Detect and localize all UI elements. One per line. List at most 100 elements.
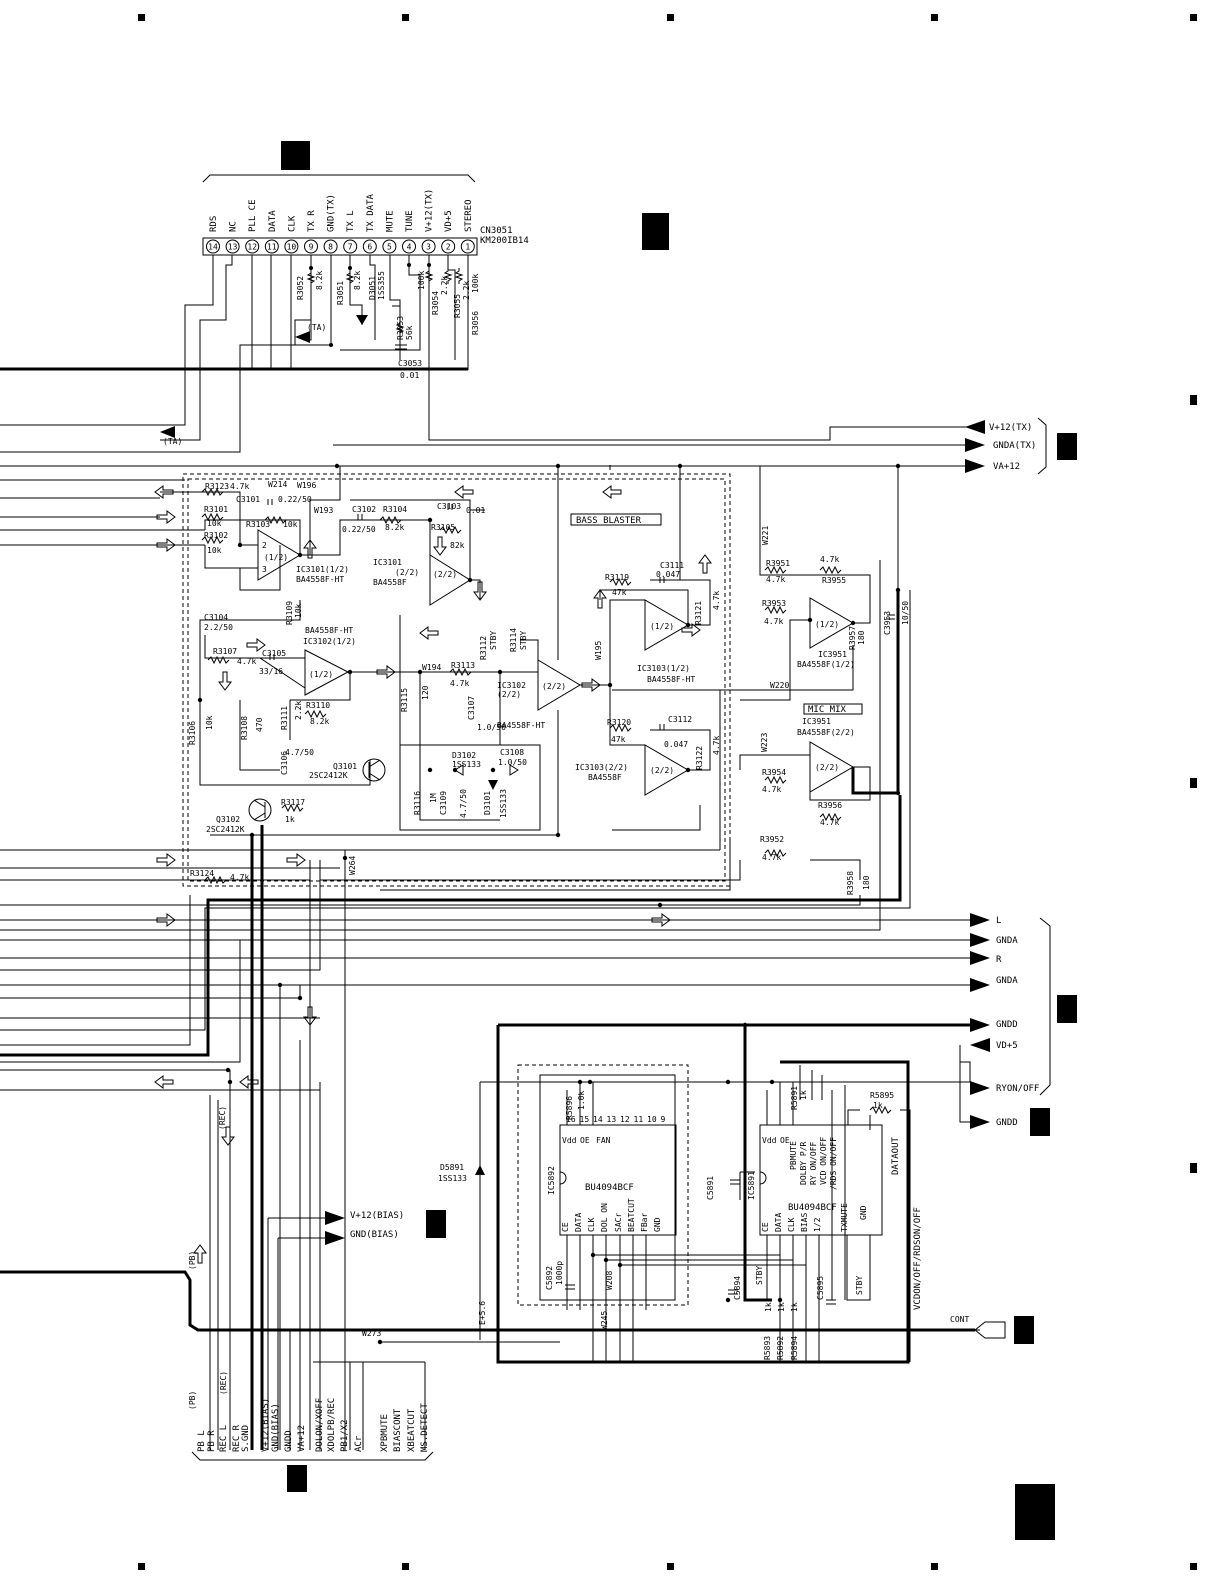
- ic5892-pin-number: 16: [566, 1115, 576, 1124]
- svg-text:C5891: C5891: [706, 1176, 715, 1200]
- svg-text:C3103: C3103: [437, 502, 461, 511]
- ic3102a-unit: (1/2): [309, 670, 333, 679]
- svg-text:R3121: R3121: [694, 601, 703, 625]
- ic5892-pin-number: 10: [647, 1115, 657, 1124]
- svg-text:R3119: R3119: [605, 573, 629, 582]
- cn3051-pin-circle: [362, 239, 377, 254]
- ic3951b-unit: (2/2): [815, 763, 839, 772]
- svg-text:BIAS: BIAS: [800, 1213, 809, 1232]
- vcd-line-label: VCDON/OFF/RDSON/OFF: [913, 1207, 923, 1310]
- ic3102b-part: BA4558F-HT: [497, 721, 545, 730]
- svg-text:W245: W245: [600, 1311, 609, 1330]
- bottom-pin-label: ACr: [354, 1435, 364, 1452]
- signal-vd5: VD+5: [996, 1041, 1018, 1051]
- cn3051-pin-number: 5: [387, 243, 392, 252]
- svg-text:R5896: R5896: [565, 1096, 574, 1120]
- signal-va12: VA+12: [993, 462, 1020, 472]
- svg-text:R3101: R3101: [204, 505, 228, 514]
- svg-text:/RDS ON/OFF: /RDS ON/OFF: [829, 1137, 838, 1190]
- ic5891-label: IC5891: [747, 1171, 756, 1200]
- cn3051-pin-label: PLL CE: [248, 199, 258, 232]
- svg-text:8.2k: 8.2k: [385, 523, 404, 532]
- cn3051-pin-number: 8: [328, 243, 333, 252]
- svg-text:R3958: R3958: [846, 871, 855, 895]
- svg-text:GND: GND: [653, 1217, 662, 1232]
- ic3102a-label: IC3102(1/2): [303, 637, 356, 646]
- r3053-value: 56k: [405, 325, 414, 340]
- svg-text:1k: 1k: [873, 1101, 883, 1110]
- svg-text:DATA: DATA: [574, 1213, 583, 1232]
- ic3101a-part: BA4558F-HT: [296, 575, 344, 584]
- svg-text:10k: 10k: [205, 715, 214, 730]
- svg-text:(2/2): (2/2): [497, 690, 521, 699]
- signal-l: L: [996, 916, 1001, 926]
- ic3103b-part: BA4558F: [588, 773, 622, 782]
- cn3051-pin-circle: [441, 239, 456, 254]
- svg-text:1M: 1M: [429, 793, 438, 803]
- signal-v12tx: V+12(TX): [989, 423, 1032, 433]
- signal-gndd-1: GNDD: [996, 1020, 1018, 1030]
- bottom-pin-label: MS.DETECT: [420, 1403, 430, 1452]
- cn3051-pin-label: DATA: [268, 210, 278, 232]
- svg-text:1SS133: 1SS133: [452, 760, 481, 769]
- bass-blaster-block: BASS BLASTER: [182, 473, 731, 887]
- cn3051-pin-circle: [284, 239, 299, 254]
- svg-text:1.0/50: 1.0/50: [498, 758, 527, 767]
- cn3051-pin-number: 2: [446, 243, 451, 252]
- svg-text:R3951: R3951: [766, 559, 790, 568]
- svg-text:0.22/50: 0.22/50: [278, 495, 312, 504]
- ic5892-label: IC5892: [547, 1166, 556, 1195]
- svg-text:CE: CE: [761, 1222, 770, 1232]
- svg-text:33/16: 33/16: [259, 667, 283, 676]
- svg-text:10k: 10k: [207, 519, 222, 528]
- svg-text:10k: 10k: [283, 520, 298, 529]
- svg-text:W214: W214: [268, 480, 287, 489]
- mic-mix-label: MIC MIX: [808, 705, 847, 715]
- svg-text:W273: W273: [362, 1329, 381, 1338]
- svg-text:4.7k: 4.7k: [230, 873, 249, 882]
- cn3051-pin-circle: [304, 239, 318, 254]
- cn3051-pin-label: CLK: [287, 215, 297, 232]
- svg-text:4.7k: 4.7k: [230, 482, 249, 491]
- svg-text:R5894: R5894: [790, 1336, 799, 1360]
- svg-text:C3105: C3105: [262, 649, 286, 658]
- svg-text:STBY: STBY: [755, 1266, 764, 1285]
- svg-text:C3112: C3112: [668, 715, 692, 724]
- bottom-pin-label: XDOLPB/REC: [327, 1398, 337, 1452]
- tag-ta-1: (TA): [307, 323, 326, 332]
- svg-text:D5891: D5891: [440, 1163, 464, 1172]
- svg-text:W208: W208: [605, 1271, 614, 1290]
- tag-pb-2: (PB): [188, 1391, 197, 1410]
- bass-blaster-label: BASS BLASTER: [576, 516, 642, 526]
- opamps: 23 (1/2) IC3101(1/2) BA4558F-HT (2/2) IC…: [257, 529, 863, 796]
- svg-text:R3117: R3117: [281, 798, 305, 807]
- svg-text:C3109: C3109: [439, 791, 448, 815]
- svg-text:0.047: 0.047: [656, 570, 680, 579]
- svg-text:W223: W223: [760, 733, 769, 752]
- svg-text:R3116: R3116: [413, 791, 422, 815]
- r3056-value: 100k: [471, 274, 480, 293]
- svg-text:R3952: R3952: [760, 835, 784, 844]
- svg-text:4.7/50: 4.7/50: [285, 748, 314, 757]
- svg-text:4.7k: 4.7k: [820, 555, 839, 564]
- svg-text:R3111: R3111: [280, 706, 289, 730]
- svg-text:0.01: 0.01: [466, 506, 485, 515]
- svg-text:Q3102: Q3102: [216, 815, 240, 824]
- svg-text:STBY: STBY: [519, 631, 528, 650]
- svg-text:R3123: R3123: [205, 482, 229, 491]
- svg-text:R3113: R3113: [451, 661, 475, 670]
- svg-text:2SC2412K: 2SC2412K: [309, 771, 348, 780]
- svg-text:10k: 10k: [207, 546, 222, 555]
- svg-text:DATA: DATA: [774, 1213, 783, 1232]
- svg-text:Vdd: Vdd: [562, 1136, 577, 1145]
- d3051-value: 1SS355: [377, 271, 386, 300]
- r3052-label: R3052: [296, 276, 305, 300]
- svg-text:R3110: R3110: [306, 701, 330, 710]
- svg-text:3: 3: [262, 565, 267, 574]
- ic3102b-label: IC3102: [497, 681, 526, 690]
- bottom-pin-label: BIASCONT: [393, 1408, 403, 1452]
- svg-text:C3953: C3953: [883, 611, 892, 635]
- svg-text:1k: 1k: [764, 1302, 773, 1312]
